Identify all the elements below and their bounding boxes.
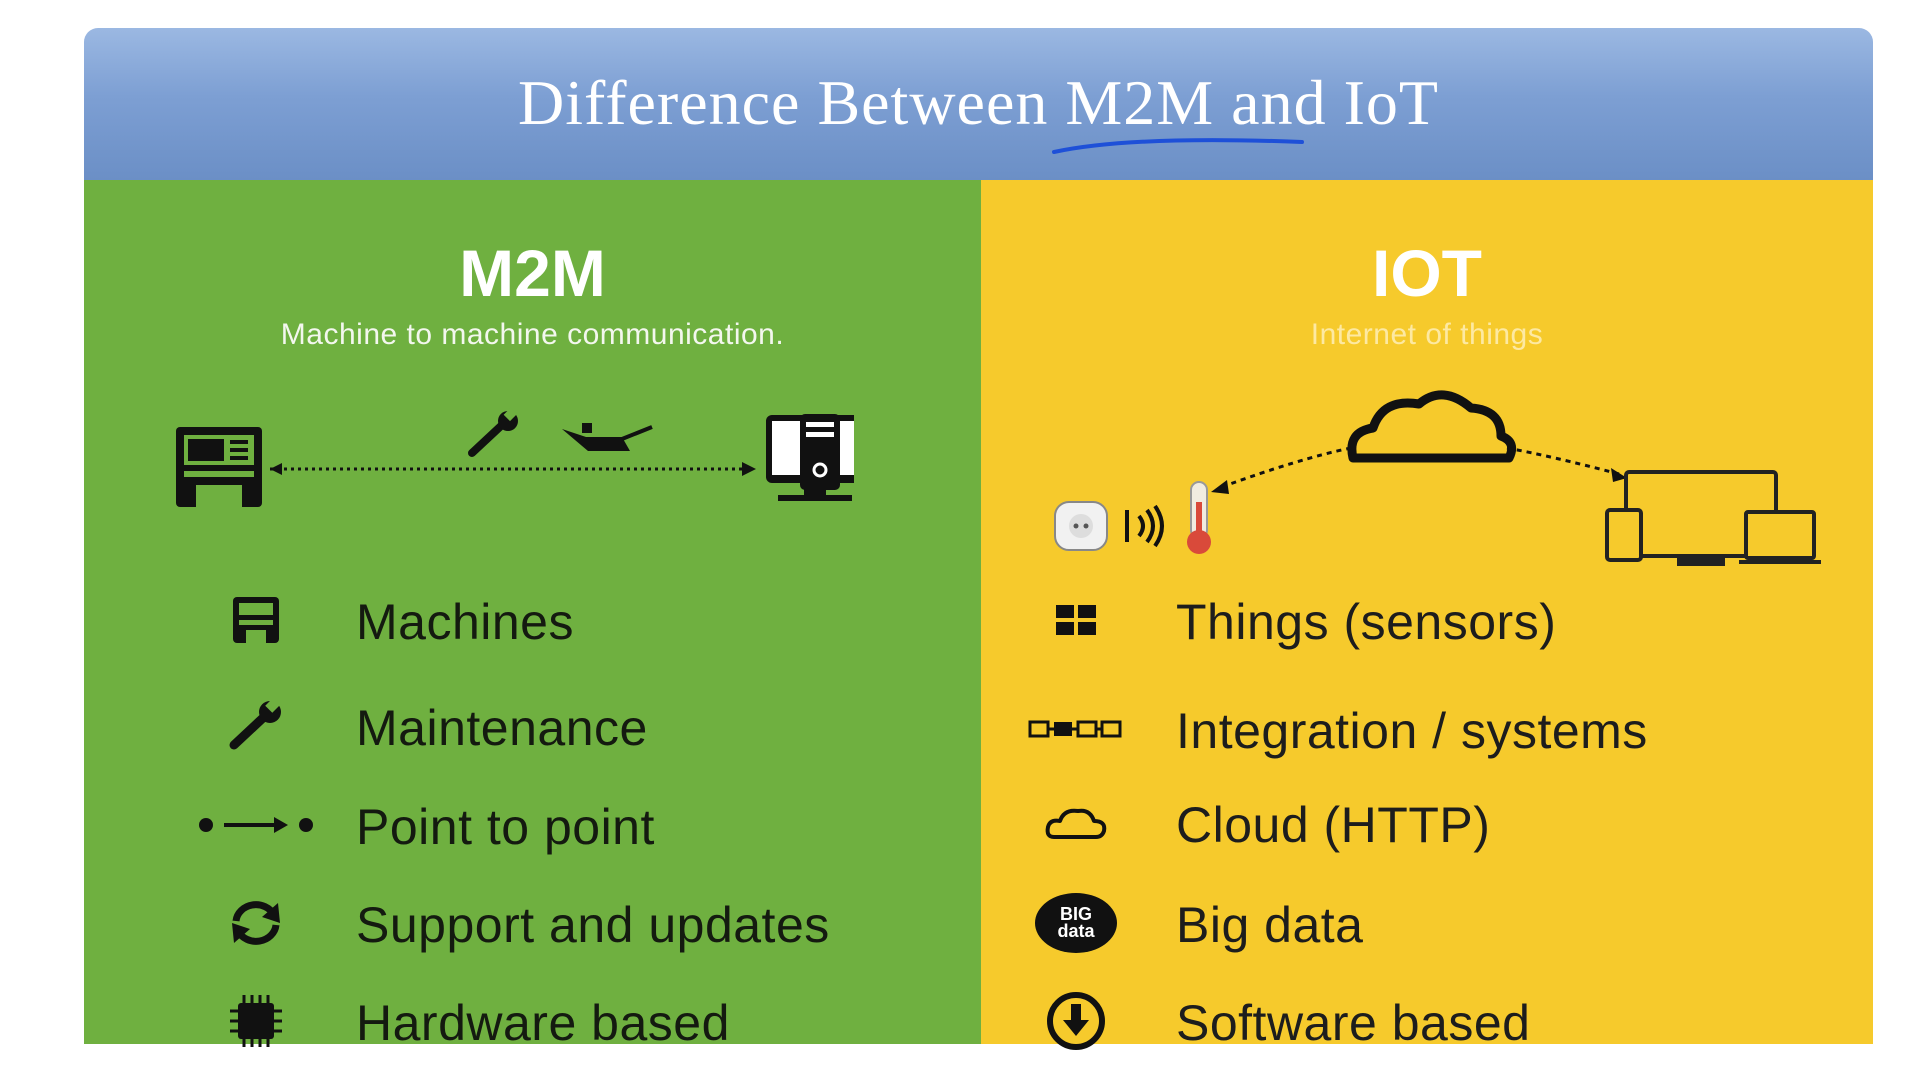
m2m-item-label: Maintenance	[356, 700, 648, 756]
cloud-illustration-icon	[1347, 390, 1517, 463]
iot-item-software: Software based	[1031, 986, 1831, 1056]
chip-icon	[211, 986, 301, 1056]
thermometer-icon	[1187, 481, 1211, 554]
title-bar: Difference Between M2M and IoT	[84, 28, 1873, 180]
point-to-point-icon	[197, 790, 315, 860]
smart-plug-icon	[1054, 501, 1108, 551]
wrench-tool-icon	[468, 407, 518, 457]
iot-item-label: Cloud (HTTP)	[1176, 797, 1491, 853]
m2m-item-support: Support and updates	[211, 888, 971, 958]
iot-item-label: Integration / systems	[1176, 703, 1648, 759]
refresh-icon	[211, 888, 301, 958]
cloud-icon	[1031, 788, 1121, 858]
grid-icon	[1031, 585, 1121, 655]
m2m-item-maintenance: Maintenance	[211, 691, 911, 761]
devices-icon	[1605, 470, 1821, 566]
m2m-illustration	[176, 407, 854, 507]
m2m-heading: M2M	[459, 236, 606, 310]
m2m-subheading: Machine to machine communication.	[280, 318, 785, 351]
iot-item-cloud: Cloud (HTTP)	[1031, 788, 1831, 858]
m2m-item-point-to-point: Point to point	[199, 790, 911, 860]
m2m-panel: M2M Machine to machine communication.	[84, 180, 981, 1051]
atm-machine-icon	[176, 427, 262, 507]
iot-item-things: Things (sensors)	[1031, 585, 1831, 655]
wireless-signal-icon	[1125, 504, 1164, 548]
iot-panel: IOT Internet of things	[981, 180, 1873, 1051]
download-icon	[1031, 986, 1121, 1056]
iot-item-big-data: BIG data Big data	[1031, 888, 1831, 958]
machine-icon	[211, 585, 301, 655]
iot-item-integration: Integration / systems	[1028, 694, 1831, 764]
oil-can-icon	[562, 423, 653, 451]
m2m-item-machines: Machines	[211, 585, 911, 655]
iot-subheading: Internet of things	[1310, 318, 1544, 351]
big-data-icon: BIG data	[1031, 888, 1121, 958]
pen-underline	[1052, 138, 1304, 154]
big-data-badge-bottom: data	[1057, 921, 1095, 941]
m2m-item-hardware: Hardware based	[211, 986, 911, 1056]
tower-pc-icon	[800, 414, 840, 490]
m2m-item-label: Support and updates	[356, 897, 830, 953]
iot-item-label: Software based	[1176, 995, 1531, 1051]
iot-item-label: Things (sensors)	[1176, 594, 1557, 650]
big-data-badge-top: BIG	[1059, 904, 1092, 924]
slide: Difference Between M2M and IoT M2M Machi…	[84, 28, 1873, 1051]
iot-heading: IOT	[1372, 236, 1482, 310]
wrench-icon	[211, 691, 301, 761]
m2m-item-label: Machines	[356, 594, 574, 650]
m2m-item-label: Point to point	[356, 799, 655, 855]
page-title: Difference Between M2M and IoT	[518, 67, 1439, 138]
iot-illustration	[1054, 390, 1821, 566]
integration-icon	[1026, 694, 1126, 764]
iot-item-label: Big data	[1176, 897, 1364, 953]
m2m-item-label: Hardware based	[356, 995, 730, 1051]
